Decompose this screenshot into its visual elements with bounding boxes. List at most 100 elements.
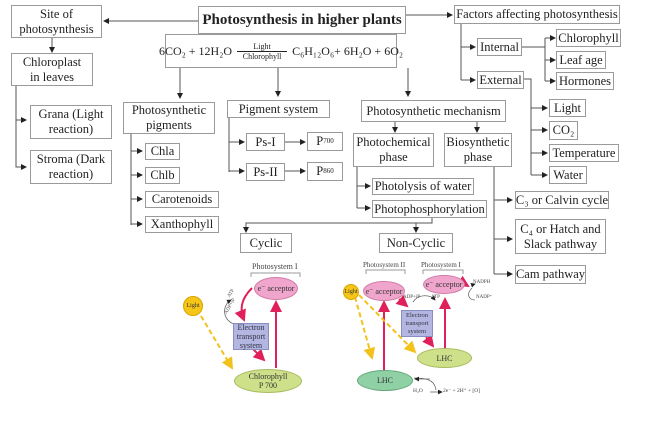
ps1-acceptor: e⁻ acceptor [423, 275, 465, 294]
internal-factor-item: Leaf age [556, 51, 606, 69]
ets-line3: system [407, 327, 427, 335]
internal-factor-item: Chlorophyll [556, 29, 621, 47]
ps2-label: Ps-II [253, 164, 278, 179]
factor-label: Temperature [552, 145, 616, 160]
stroma-box: Stroma (Dark reaction) [30, 150, 112, 184]
site-label-line2: photosynthesis [19, 21, 94, 36]
cyclic-light-icon: Light [183, 296, 203, 316]
external-factor-item: CO₂ [549, 121, 578, 140]
nadph-label: NADPH [473, 280, 491, 285]
ps1-label: Photosystem I [421, 261, 461, 269]
site-box: Site of photosynthesis [11, 5, 102, 38]
external-factor-item: Temperature [549, 144, 619, 162]
noncyclic-light-label: Light [344, 288, 358, 295]
pigment-label: Chla [150, 144, 175, 158]
photophosphorylation-label: Photophosphorylation [374, 201, 485, 216]
photochemical-line2: phase [379, 150, 408, 164]
ps2-acceptor: e⁻ acceptor [363, 281, 405, 301]
title-text: Photosynthesis in higher plants [202, 11, 402, 28]
equation-products: C₆H₁₂O₆+ 6H₂O + 6O₂ [292, 43, 404, 58]
pigment-system-box: Pigment system [227, 100, 330, 118]
non-cyclic-label: Non-Cyclic [386, 235, 446, 250]
equation-arrow-bottom: Chlorophyll [242, 51, 282, 61]
p680-label: P [316, 164, 324, 178]
c3-label: C₃ or Calvin cycle [515, 192, 609, 207]
mechanism-label: Photosynthetic mechanism [366, 103, 501, 118]
cyclic-light-label: Light [186, 302, 200, 309]
internal-label: Internal [480, 39, 519, 54]
pigment-item: Chlb [145, 167, 180, 184]
ets-line3: system [239, 341, 263, 350]
photophosphorylation-box: Photophosphorylation [372, 200, 487, 218]
pigment-label: Carotenoids [151, 192, 213, 206]
ps1-acceptor-label: e⁻ acceptor [425, 280, 463, 289]
grana-box: Grana (Light reaction) [30, 105, 112, 139]
arrow-icon [237, 50, 288, 52]
equation-arrow: Light Chlorophyll [237, 41, 288, 61]
cyclic-chlorophyll: Chlorophyll P 700 [234, 369, 302, 393]
ps1-box: Ps-I [246, 133, 285, 151]
water-label: H₂O [413, 388, 423, 394]
internal-box: Internal [477, 38, 522, 56]
photochemical-line1: Photochemical [356, 135, 431, 149]
external-box: External [477, 71, 524, 89]
c4-line2: Slack pathway [523, 236, 598, 251]
stroma-line2: reaction) [48, 167, 94, 181]
chloroplast-line2: in leaves [29, 69, 75, 84]
pigments-line2: pigments [146, 118, 192, 132]
pigment-item: Xanthophyll [145, 216, 219, 233]
ps2-label: Photosystem II [363, 261, 406, 269]
ps1-label: Ps-I [255, 134, 276, 149]
p700-label: P [316, 134, 324, 148]
factor-label: Water [553, 167, 583, 182]
c4-line1: C₄ or Hatch and [520, 221, 601, 236]
water-products-label: 2e⁻ + 2H⁺ + [O] [443, 388, 481, 394]
pigment-system-label: Pigment system [238, 101, 319, 116]
equation-arrow-top: Light [253, 41, 271, 51]
ets-line2: transport [236, 332, 266, 341]
pigment-item: Chla [145, 143, 180, 160]
chloroplast-line1: Chloroplast [22, 54, 82, 69]
ets-line1: Electron [237, 323, 265, 332]
factor-label: CO₂ [552, 123, 575, 137]
lhc-ps1-label: LHC [436, 353, 453, 363]
pigment-label: Chlb [150, 168, 175, 182]
ps2-box: Ps-II [246, 163, 285, 181]
noncyclic-atp-label: ATP [431, 295, 440, 300]
grana-line2: reaction) [48, 122, 94, 136]
biosynthetic-box: Biosynthetic phase [444, 133, 512, 167]
external-label: External [479, 72, 522, 87]
non-cyclic-box: Non-Cyclic [379, 233, 453, 253]
p680-sub: 860 [323, 167, 334, 175]
cyclic-box: Cyclic [240, 233, 292, 253]
nadp-label: NADP⁺ [476, 295, 493, 300]
factor-label: Hormones [558, 73, 612, 88]
chlorophyll-line1: Chlorophyll [248, 372, 288, 381]
site-label-line1: Site of [40, 6, 73, 21]
lhc-ps2: LHC [357, 370, 413, 391]
pigment-label: Xanthophyll [150, 217, 214, 231]
pigment-item: Carotenoids [145, 191, 219, 208]
c3-box: C₃ or Calvin cycle [515, 191, 609, 209]
lhc-ps2-label: LHC [377, 376, 393, 385]
ps2-acceptor-label: e⁻ acceptor [365, 286, 403, 296]
cyclic-acceptor: e⁻ acceptor [254, 277, 298, 300]
chlorophyll-line2: P 700 [258, 381, 278, 390]
cam-box: Cam pathway [515, 265, 586, 284]
c4-box: C₄ or Hatch and Slack pathway [515, 219, 606, 254]
noncyclic-adp-label: ADP+iP [403, 295, 420, 300]
equation-box: 6CO₂ + 12H₂O Light Chlorophyll C₆H₁₂O₆+ … [159, 34, 403, 68]
cyclic-label: Cyclic [249, 235, 283, 250]
ets-line2: transport [405, 319, 429, 327]
factors-label: Factors affecting photosynthesis [456, 7, 618, 21]
factor-label: Light [553, 100, 582, 115]
cyclic-photosystem-label: Photosystem I [252, 262, 298, 271]
equation-reactants: 6CO₂ + 12H₂O [158, 43, 233, 58]
biosynthetic-line2: phase [463, 150, 493, 164]
cyclic-acceptor-label: e⁻ acceptor [257, 284, 295, 293]
factors-box: Factors affecting photosynthesis [454, 5, 620, 24]
external-factor-item: Light [549, 99, 586, 117]
mechanism-box: Photosynthetic mechanism [361, 100, 506, 122]
